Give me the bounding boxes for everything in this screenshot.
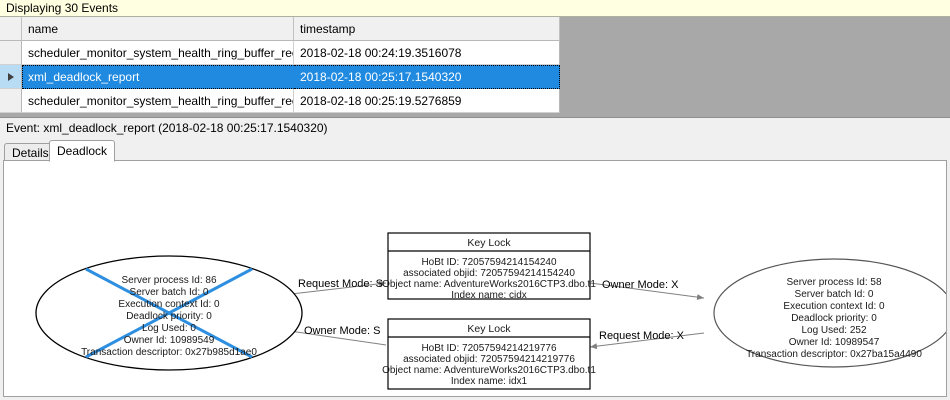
node-key-lock-top[interactable]: Key Lock HoBt ID: 72057594214154240 asso… xyxy=(382,232,596,301)
edge-label-owner-mode-x: Owner Mode: X xyxy=(602,279,679,291)
victim-line-1: Server batch Id: 0 xyxy=(130,287,209,298)
surviving-line-1: Server batch Id: 0 xyxy=(795,289,874,300)
victim-line-0: Server process Id: 86 xyxy=(121,275,216,286)
victim-line-5: Owner Id: 10989549 xyxy=(124,335,215,346)
events-grid[interactable]: name timestamp scheduler_monitor_system_… xyxy=(0,17,950,117)
key-lock-bottom-line-3: Index name: idx1 xyxy=(451,376,528,387)
tab-deadlock[interactable]: Deadlock xyxy=(49,140,116,162)
row-selector[interactable] xyxy=(0,41,22,65)
surviving-line-5: Owner Id: 10989547 xyxy=(789,337,880,348)
events-grid-header-row: name timestamp xyxy=(0,17,950,41)
events-grid-panel: Displaying 30 Events name timestamp sche… xyxy=(0,0,950,118)
victim-line-6: Transaction descriptor: 0x27b985d1ae0 xyxy=(81,347,257,358)
edge-label-owner-mode-s: Owner Mode: S xyxy=(304,325,380,337)
table-row[interactable]: scheduler_monitor_system_health_ring_buf… xyxy=(0,41,950,65)
row-header-corner xyxy=(0,17,22,41)
edge-owner-mode-x: Owner Mode: X xyxy=(589,279,705,301)
row-selector[interactable] xyxy=(0,89,22,113)
surviving-line-6: Transaction descriptor: 0x27ba15a4490 xyxy=(746,349,922,360)
key-lock-bottom-line-0: HoBt ID: 72057594214219776 xyxy=(421,343,557,354)
victim-line-4: Log Used: 0 xyxy=(142,323,196,334)
key-lock-bottom-line-1: associated objid: 72057594214219776 xyxy=(403,354,575,365)
key-lock-top-line-1: associated objid: 72057594214154240 xyxy=(403,268,575,279)
table-row-selected[interactable]: xml_deadlock_report 2018-02-18 00:25:17.… xyxy=(0,65,950,89)
cell-name[interactable]: scheduler_monitor_system_health_ring_buf… xyxy=(22,41,294,65)
key-lock-bottom-line-2: Object name: AdventureWorks2016CTP3.dbo.… xyxy=(382,365,596,376)
cell-name[interactable]: scheduler_monitor_system_health_ring_buf… xyxy=(22,89,294,113)
victim-line-2: Execution context Id: 0 xyxy=(118,299,220,310)
tab-strip: Details Deadlock xyxy=(0,140,950,162)
cell-timestamp[interactable]: 2018-02-18 00:24:19.3516078 xyxy=(294,41,560,65)
event-detail-header: Event: xml_deadlock_report (2018-02-18 0… xyxy=(0,118,950,138)
column-header-timestamp[interactable]: timestamp xyxy=(294,17,560,41)
node-key-lock-bottom[interactable]: Key Lock HoBt ID: 72057594214219776 asso… xyxy=(382,318,596,390)
surviving-line-3: Deadlock priority: 0 xyxy=(791,313,877,324)
surviving-line-2: Execution context Id: 0 xyxy=(783,301,885,312)
cell-timestamp[interactable]: 2018-02-18 00:25:19.5276859 xyxy=(294,89,560,113)
node-victim-process[interactable]: Server process Id: 86 Server batch Id: 0… xyxy=(35,255,303,371)
key-lock-top-line-0: HoBt ID: 72057594214154240 xyxy=(421,257,557,268)
row-selector-current[interactable] xyxy=(0,65,22,89)
key-lock-top-line-3: Index name: cidx xyxy=(451,290,527,301)
cell-name[interactable]: xml_deadlock_report xyxy=(22,65,294,89)
edge-request-mode-x: Request Mode: X xyxy=(589,330,705,350)
surviving-line-0: Server process Id: 58 xyxy=(786,277,881,288)
deadlock-graph-canvas: Request Mode: S Owner Mode: X Owner Mode… xyxy=(35,232,946,390)
node-surviving-process[interactable]: Server process Id: 58 Server batch Id: 0… xyxy=(713,258,946,368)
key-lock-top-title: Key Lock xyxy=(467,237,511,249)
current-row-arrow-icon xyxy=(7,72,14,81)
victim-cross-line-2 xyxy=(85,267,253,359)
column-header-name[interactable]: name xyxy=(22,17,294,41)
key-lock-bottom-title: Key Lock xyxy=(467,323,511,335)
edge-label-request-mode-s: Request Mode: S xyxy=(298,278,383,290)
table-row[interactable]: scheduler_monitor_system_health_ring_buf… xyxy=(0,89,950,113)
events-status-bar: Displaying 30 Events xyxy=(0,0,950,17)
victim-line-3: Deadlock priority: 0 xyxy=(126,311,212,322)
key-lock-top-line-2: Object name: AdventureWorks2016CTP3.dbo.… xyxy=(382,279,596,290)
edge-label-request-mode-x: Request Mode: X xyxy=(599,330,685,342)
cell-timestamp[interactable]: 2018-02-18 00:25:17.1540320 xyxy=(294,65,560,89)
deadlock-graph-panel[interactable]: Request Mode: S Owner Mode: X Owner Mode… xyxy=(3,160,947,397)
surviving-line-4: Log Used: 252 xyxy=(801,325,866,336)
